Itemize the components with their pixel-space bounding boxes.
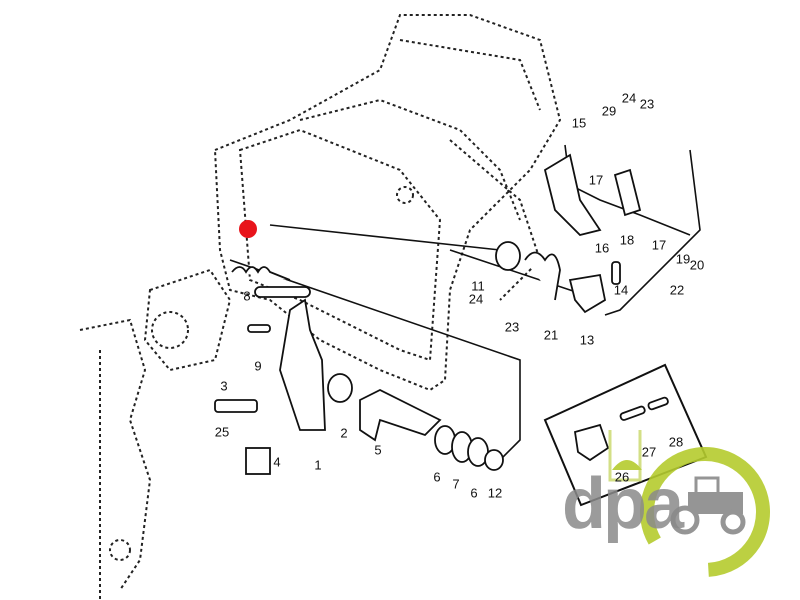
callout-label: 27	[641, 444, 657, 460]
parts	[214, 153, 642, 475]
callout-label: 13	[579, 332, 595, 348]
callout-label: 17	[651, 237, 667, 253]
callout-label: 16	[594, 240, 610, 256]
spring-part	[231, 266, 291, 281]
callout-label: 3	[220, 378, 228, 394]
callout-label: 26	[614, 469, 630, 485]
bracket-15	[543, 153, 602, 236]
spring-21	[524, 251, 561, 301]
callout-label: 17	[588, 172, 604, 188]
callout-label: 6	[433, 469, 441, 485]
lever-1	[279, 298, 326, 431]
callout-label: 28	[668, 434, 684, 450]
callout-label: 22	[669, 282, 685, 298]
callout-label: 4	[273, 454, 281, 470]
callout-label: 25	[214, 424, 230, 440]
callout-label: 8	[243, 288, 251, 304]
callout-label: 7	[452, 476, 460, 492]
callout-label: 6	[470, 485, 478, 501]
callout-label: 19	[675, 251, 691, 267]
pin-9	[247, 324, 271, 333]
logo-wordmark: dpa	[562, 464, 684, 544]
bolt-3	[214, 399, 258, 413]
bushing-2	[327, 373, 353, 403]
nut-12	[484, 449, 504, 471]
cam-13	[568, 273, 607, 314]
pin-8	[254, 286, 311, 298]
callout-label: 29	[601, 103, 617, 119]
callout-label: 23	[504, 319, 520, 335]
callout-label: 12	[487, 485, 503, 501]
callout-label: 15	[571, 115, 587, 131]
callout-label: 5	[374, 442, 382, 458]
pin-14	[611, 261, 621, 285]
pin-box-4	[245, 447, 271, 475]
callout-label: 24	[621, 90, 637, 106]
transmission-housing	[79, 14, 562, 600]
callout-label: 23	[639, 96, 655, 112]
callout-label: 2	[340, 425, 348, 441]
lever-18	[613, 168, 642, 217]
callout-label: 21	[543, 327, 559, 343]
callout-label: 20	[689, 257, 705, 273]
callout-label: 1	[314, 457, 322, 473]
highlight-marker	[239, 220, 257, 238]
shaft-5	[359, 388, 442, 442]
callout-label: 18	[619, 232, 635, 248]
callout-label: 9	[254, 358, 262, 374]
callout-label: 11	[471, 278, 485, 294]
callout-label: 24	[468, 291, 484, 307]
dpa-logo	[608, 430, 770, 577]
callout-label: 14	[613, 282, 629, 298]
bushing-11	[495, 241, 521, 271]
